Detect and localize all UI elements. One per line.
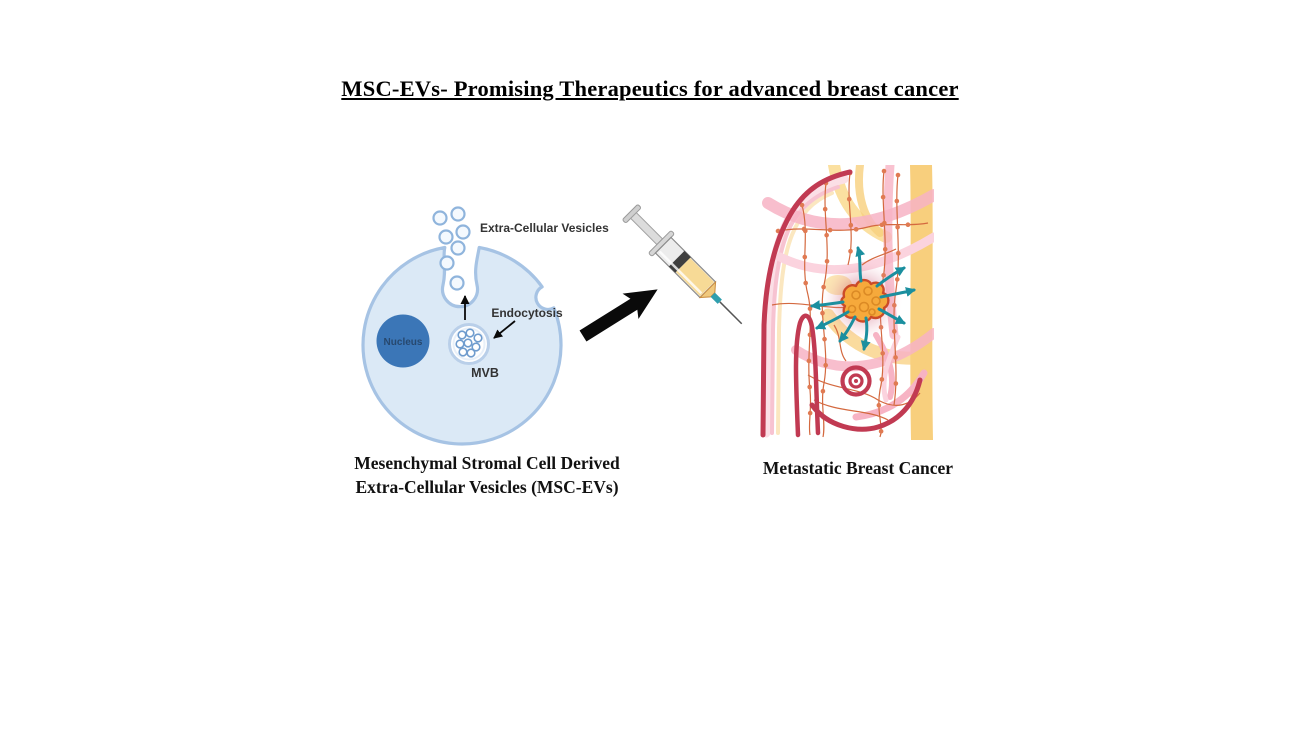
body-contours xyxy=(760,169,923,438)
figure-title: MSC-EVs- Promising Therapeutics for adva… xyxy=(341,76,959,101)
metastasis-arrows xyxy=(810,246,916,351)
mvb-body xyxy=(448,323,490,365)
endocytosis-arrow xyxy=(493,320,516,339)
endocytosis-label: Endocytosis xyxy=(491,306,563,320)
mvb-vesicle xyxy=(457,330,467,340)
shoulder-contour xyxy=(760,169,853,438)
syringe-tip xyxy=(698,280,717,299)
syringe-plunger-rod xyxy=(630,212,664,246)
metastasis-arrow-s xyxy=(860,316,871,351)
extracellular-vesicles-group xyxy=(432,206,471,291)
syringe xyxy=(622,204,743,325)
pectoral-fold xyxy=(793,313,821,438)
vesicle xyxy=(439,255,455,271)
msc-cell-caption: Mesenchymal Stromal Cell Derived Extra-C… xyxy=(322,452,652,499)
metastasis-arrow-sw xyxy=(815,310,850,330)
needle-hub xyxy=(710,292,722,304)
mvb-vesicle xyxy=(458,347,468,357)
mvb-vesicle xyxy=(455,339,465,349)
metastasis-arrow-ne xyxy=(875,266,906,288)
metastasis-arrow-e xyxy=(879,287,916,299)
mvb-vesicle xyxy=(473,333,483,343)
syringe-liquid xyxy=(675,257,715,297)
vesicle xyxy=(438,229,454,245)
tumor xyxy=(840,278,890,323)
mvb-vesicle xyxy=(471,342,481,352)
extracellular-vesicles-label: Extra-Cellular Vesicles xyxy=(480,221,609,235)
treatment-arrow-syringe xyxy=(579,204,743,342)
mvb-vesicle xyxy=(463,338,473,348)
vesicle xyxy=(450,206,466,222)
transfer-arrow xyxy=(579,289,658,342)
nipple xyxy=(840,365,872,397)
msc-cell-illustration: Nucleus Extra-Cellular Vesicles Endocyto… xyxy=(361,206,609,446)
vesicle xyxy=(449,275,465,291)
mvb-vesicle xyxy=(466,348,476,358)
msc-caption-line1: Mesenchymal Stromal Cell Derived xyxy=(354,453,620,473)
breast-cancer-illustration xyxy=(760,165,934,440)
breast-outline xyxy=(809,377,923,432)
vesicle xyxy=(450,240,466,256)
metastasis-arrow-ssw xyxy=(838,315,857,343)
metastasis-arrow-n xyxy=(855,246,866,283)
tumor-texture xyxy=(847,286,881,316)
needle xyxy=(719,301,743,325)
metastasis-arrow-w xyxy=(810,300,845,311)
breast-cancer-caption: Metastatic Breast Cancer xyxy=(762,458,954,478)
metastasis-arrow-se xyxy=(877,307,906,325)
msc-caption-line2: Extra-Cellular Vesicles (MSC-EVs) xyxy=(355,476,619,497)
vesicle xyxy=(455,224,471,240)
barrel-highlight xyxy=(658,250,703,295)
nucleus-label: Nucleus xyxy=(384,337,423,348)
nucleus xyxy=(376,314,430,368)
mvb-vesicle xyxy=(465,328,475,338)
lymph-nodes xyxy=(775,168,931,440)
mvb-label: MVB xyxy=(471,366,499,380)
vesicle xyxy=(432,210,448,226)
